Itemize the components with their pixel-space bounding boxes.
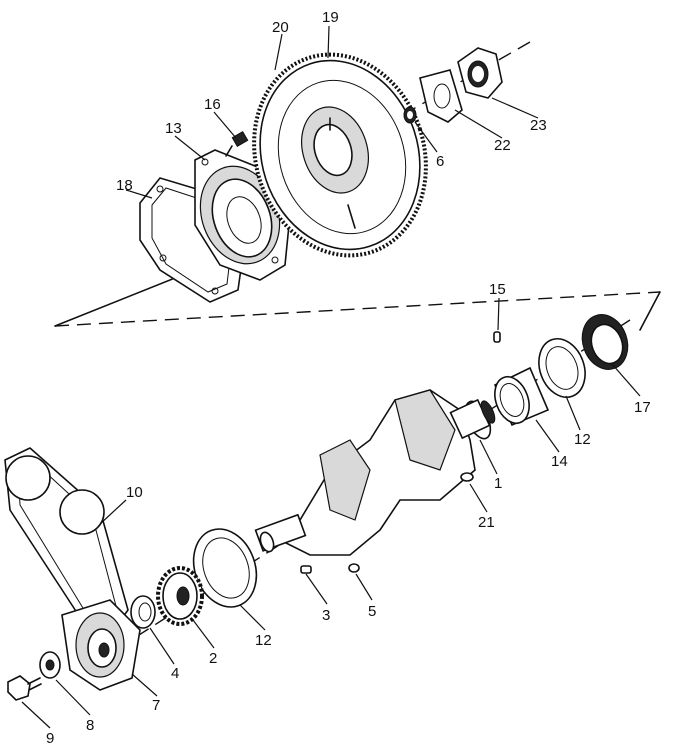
main-bearing bbox=[493, 366, 550, 427]
dowel-pin-15 bbox=[493, 331, 501, 343]
callout-21: 21 bbox=[478, 514, 495, 531]
crank-gear bbox=[156, 566, 204, 626]
callout-19: 19 bbox=[322, 9, 339, 26]
callout-22: 22 bbox=[494, 137, 511, 154]
callout-labels: 20 19 16 13 18 6 22 23 15 17 12 14 1 21 … bbox=[46, 9, 651, 747]
callout-7: 7 bbox=[152, 697, 160, 714]
flywheel bbox=[252, 52, 428, 258]
upper-assembly bbox=[54, 41, 661, 331]
connector-line-end bbox=[639, 291, 661, 331]
callout-2: 2 bbox=[209, 650, 217, 667]
lock-washer bbox=[403, 106, 417, 124]
callout-8: 8 bbox=[86, 717, 94, 734]
drive-belt bbox=[4, 447, 129, 633]
pulley-washer bbox=[39, 651, 61, 679]
callout-12-front: 12 bbox=[255, 632, 272, 649]
callout-20: 20 bbox=[272, 19, 289, 36]
callout-4: 4 bbox=[171, 665, 179, 682]
crank-pulley bbox=[61, 599, 141, 691]
callout-16: 16 bbox=[204, 96, 221, 113]
crank-key-21 bbox=[460, 472, 474, 482]
pulley-bolt bbox=[7, 675, 42, 701]
callout-5: 5 bbox=[368, 603, 376, 620]
callout-12-rear: 12 bbox=[574, 431, 591, 448]
callout-1: 1 bbox=[494, 475, 502, 492]
thrust-washer-rear bbox=[538, 338, 586, 398]
callout-23: 23 bbox=[530, 117, 547, 134]
callout-9: 9 bbox=[46, 730, 54, 747]
callout-3: 3 bbox=[322, 607, 330, 624]
woodruff-key bbox=[300, 565, 312, 574]
spacer-ring bbox=[130, 595, 156, 629]
leader-lines bbox=[21, 25, 641, 729]
connector-line-lower bbox=[54, 291, 661, 327]
callout-17: 17 bbox=[634, 399, 651, 416]
housing-bolt bbox=[225, 130, 249, 157]
pin-5 bbox=[348, 563, 360, 573]
callout-18: 18 bbox=[116, 177, 133, 194]
callout-13: 13 bbox=[165, 120, 182, 137]
hex-nut bbox=[457, 47, 503, 99]
plate-washer bbox=[419, 69, 463, 123]
callout-6: 6 bbox=[436, 153, 444, 170]
callout-10: 10 bbox=[126, 484, 143, 501]
rear-seal bbox=[581, 314, 629, 370]
callout-14: 14 bbox=[551, 453, 568, 470]
thrust-washer-front bbox=[192, 528, 258, 608]
lower-assembly bbox=[4, 314, 631, 701]
callout-15: 15 bbox=[489, 281, 506, 298]
crankshaft bbox=[254, 389, 496, 556]
